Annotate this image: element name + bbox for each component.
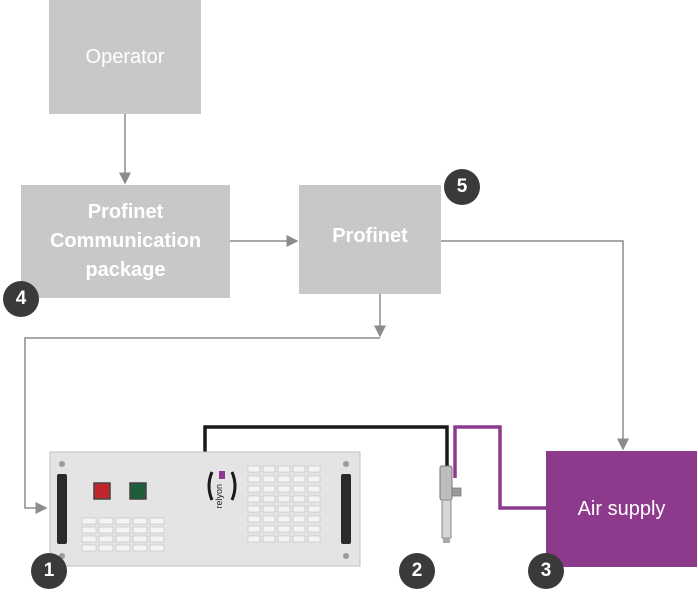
air-supply-box: Air supply [546, 451, 697, 567]
operator-box: Operator [49, 0, 201, 114]
air-supply-label: Air supply [577, 497, 666, 520]
green-button [129, 482, 147, 500]
profinet-communication-package-label: Profinet Communication package [49, 201, 202, 281]
brand-label: relyon [214, 484, 224, 509]
badge-3: 3 [528, 553, 564, 589]
badge-4: 4 [3, 281, 39, 317]
badge-2: 2 [399, 553, 435, 589]
profinet-communication-package-box: Profinet Communication package [21, 185, 230, 298]
profinet-label: Profinet [332, 225, 408, 247]
plasma-generator: relyon [49, 451, 361, 567]
operator-label: Operator [85, 45, 165, 68]
profinet-box: Profinet [299, 185, 441, 294]
plasma-nozzle [439, 465, 462, 543]
arrow-profinet-to-air-supply [441, 240, 629, 451]
brand-logo: relyon [207, 471, 237, 509]
black-cable [203, 425, 449, 478]
purple-air-hose [453, 425, 546, 510]
badge-1: 1 [31, 553, 67, 589]
right-vent-grid [247, 465, 321, 543]
red-button [93, 482, 111, 500]
left-vent-grid [81, 517, 165, 552]
line-profinet-to-generator [24, 337, 380, 514]
badge-5: 5 [444, 169, 480, 205]
